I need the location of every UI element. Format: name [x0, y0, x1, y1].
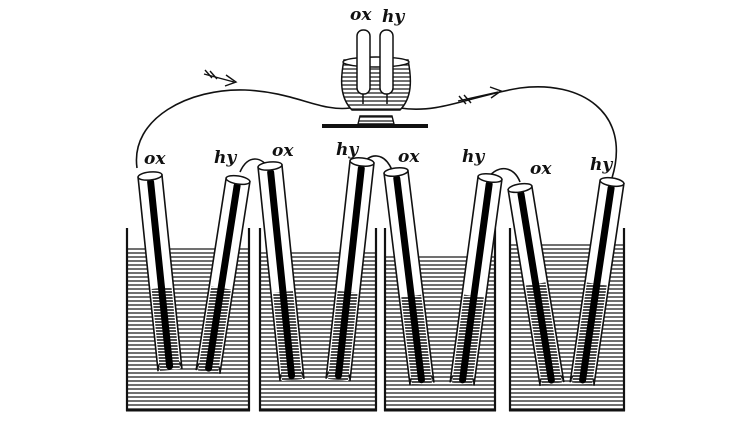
cell-4-tube-cap [599, 176, 625, 188]
cell-4-ox-label: ox [530, 159, 552, 179]
cell-4-hy-label: hy [590, 155, 613, 175]
cell-2-electrode [267, 168, 296, 380]
cell-2-hy-label: hy [336, 140, 359, 160]
cell-1-electrode [147, 178, 174, 370]
cell-4-electrode [579, 184, 615, 384]
voltameter-ox-label: ox [350, 5, 372, 25]
oxygen-tube [356, 29, 371, 95]
current-arrow-left [203, 69, 238, 87]
cell-3-tube-cap [477, 172, 503, 184]
battery-cells [125, 157, 626, 412]
cell-1-ox-label: ox [144, 149, 166, 169]
hydrogen-tube [379, 29, 394, 95]
cell-1-hy-label: hy [214, 148, 237, 168]
voltameter-hy-label: hy [382, 7, 405, 27]
cell-1-electrode [205, 182, 241, 372]
cell-2-electrode [334, 165, 365, 380]
cell-1 [125, 171, 251, 412]
cell-3-electrode [393, 174, 425, 384]
cell-2 [257, 157, 378, 412]
cell-4 [507, 176, 626, 412]
cell-3 [383, 167, 503, 412]
cell-2-tube-cap [257, 161, 283, 171]
cell-3-hy-label: hy [462, 147, 485, 167]
cell-4-tube-cap [507, 182, 533, 194]
voltameter [322, 29, 428, 128]
cell-4-electrode [517, 190, 555, 384]
circuit-wire [135, 86, 618, 179]
cell-3-electrode [459, 180, 493, 384]
cell-1-tube-cap [225, 174, 251, 186]
cell-1-tube-cap [137, 171, 163, 181]
cell-3-ox-label: ox [398, 147, 420, 167]
cell-3-tube-cap [383, 167, 409, 177]
current-arrow-right [457, 86, 503, 105]
cell-2-tube-cap [349, 157, 375, 167]
cell-2-ox-label: ox [272, 141, 294, 161]
